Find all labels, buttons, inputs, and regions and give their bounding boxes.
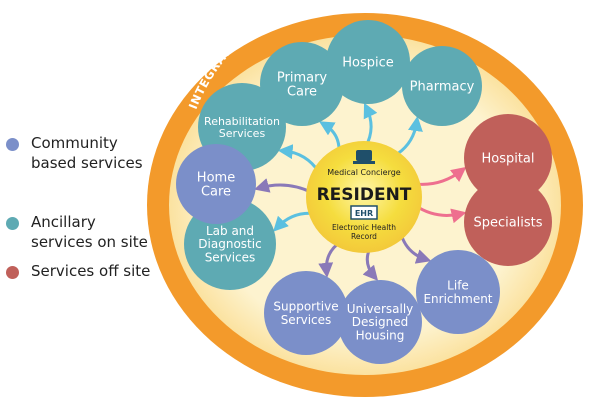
node-circle (338, 280, 422, 364)
center-top-label: Medical Concierge (327, 168, 401, 177)
node-label: Hospice (342, 56, 394, 71)
node-hospital: Hospital (464, 114, 552, 202)
node-circle (464, 178, 552, 266)
node-label: Hospital (481, 152, 534, 167)
node-label: Specialists (473, 216, 542, 231)
node-circle (176, 144, 256, 224)
node-circle (464, 114, 552, 202)
node-circle (416, 250, 500, 334)
ehr-badge-label: EHR (355, 209, 373, 218)
ehr-badge (350, 205, 378, 220)
resident-circle (306, 141, 422, 253)
concierge-icon (353, 150, 375, 164)
node-circle (260, 42, 344, 126)
node-specialists: Specialists (464, 178, 552, 266)
node-label: Pharmacy (410, 80, 475, 95)
node-hospice: Hospice (326, 20, 410, 104)
center-title: RESIDENT (317, 185, 412, 205)
node-circle (264, 271, 348, 355)
node-circle (402, 46, 482, 126)
node-circle (326, 20, 410, 104)
resident-hub: Medical Concierge RESIDENT EHR Electroni… (306, 141, 422, 253)
node-pharmacy: Pharmacy (402, 46, 482, 126)
